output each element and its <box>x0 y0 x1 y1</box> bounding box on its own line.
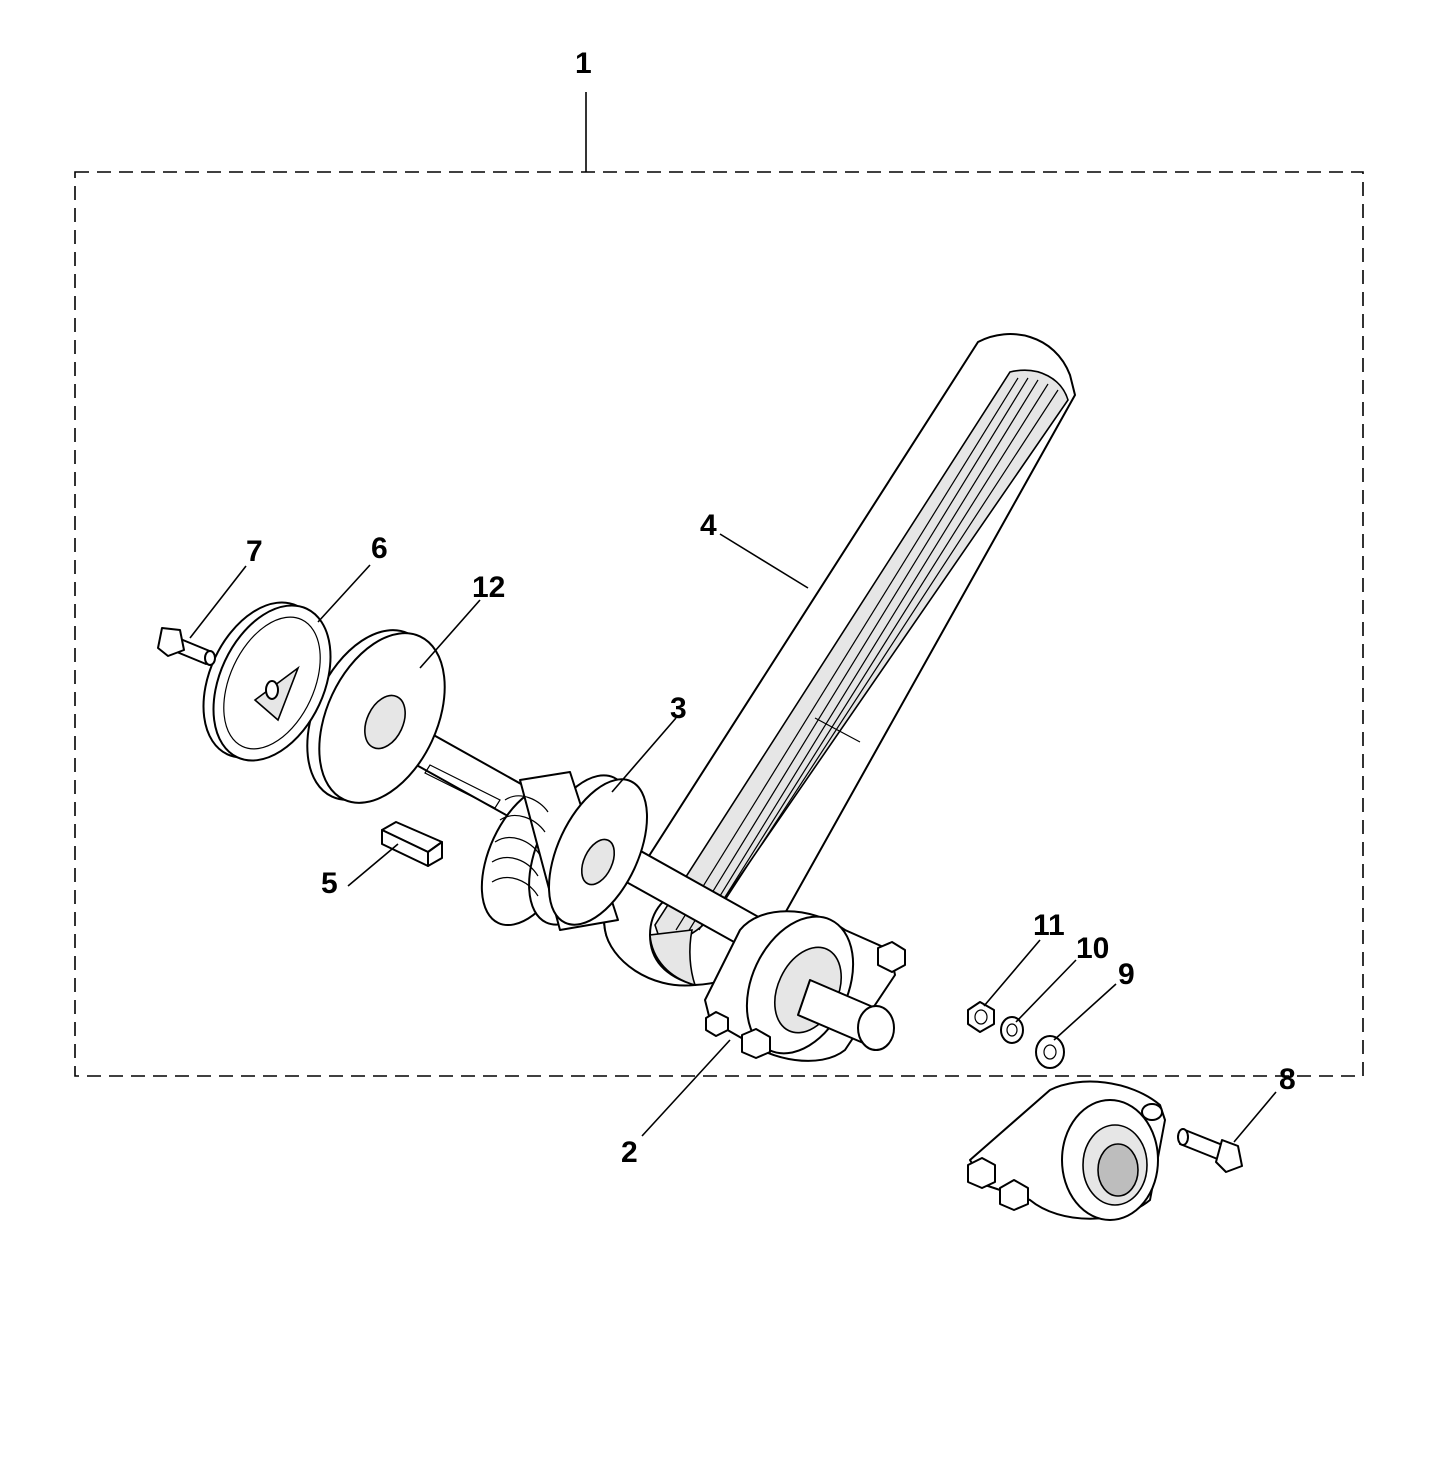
bearing-rear-part <box>967 1080 1166 1221</box>
bearing-front-part <box>704 910 906 1062</box>
bolt-large-part <box>1177 1128 1243 1173</box>
washer-part <box>1035 1035 1065 1069</box>
key-part <box>381 821 443 867</box>
callout-11: 11 <box>1033 909 1065 942</box>
nut-part <box>967 1001 995 1033</box>
callout-10: 10 <box>1076 932 1109 965</box>
callout-8: 8 <box>1279 1063 1296 1096</box>
bolt-small-part <box>157 627 216 666</box>
leader-lines <box>189 92 1277 1143</box>
assembly-boundary <box>74 171 1364 1077</box>
callout-7: 7 <box>246 535 263 568</box>
belt-part <box>603 333 1076 987</box>
lock-washer-part <box>1000 1016 1024 1044</box>
callout-2: 2 <box>621 1136 638 1169</box>
callout-4: 4 <box>700 509 717 542</box>
callout-1: 1 <box>575 47 592 80</box>
callout-12: 12 <box>472 571 505 604</box>
callout-6: 6 <box>371 532 388 565</box>
callout-5: 5 <box>321 867 338 900</box>
end-disc-part <box>202 601 332 762</box>
callout-3: 3 <box>670 692 687 725</box>
callout-9: 9 <box>1118 958 1135 991</box>
pulley-part <box>480 771 648 931</box>
